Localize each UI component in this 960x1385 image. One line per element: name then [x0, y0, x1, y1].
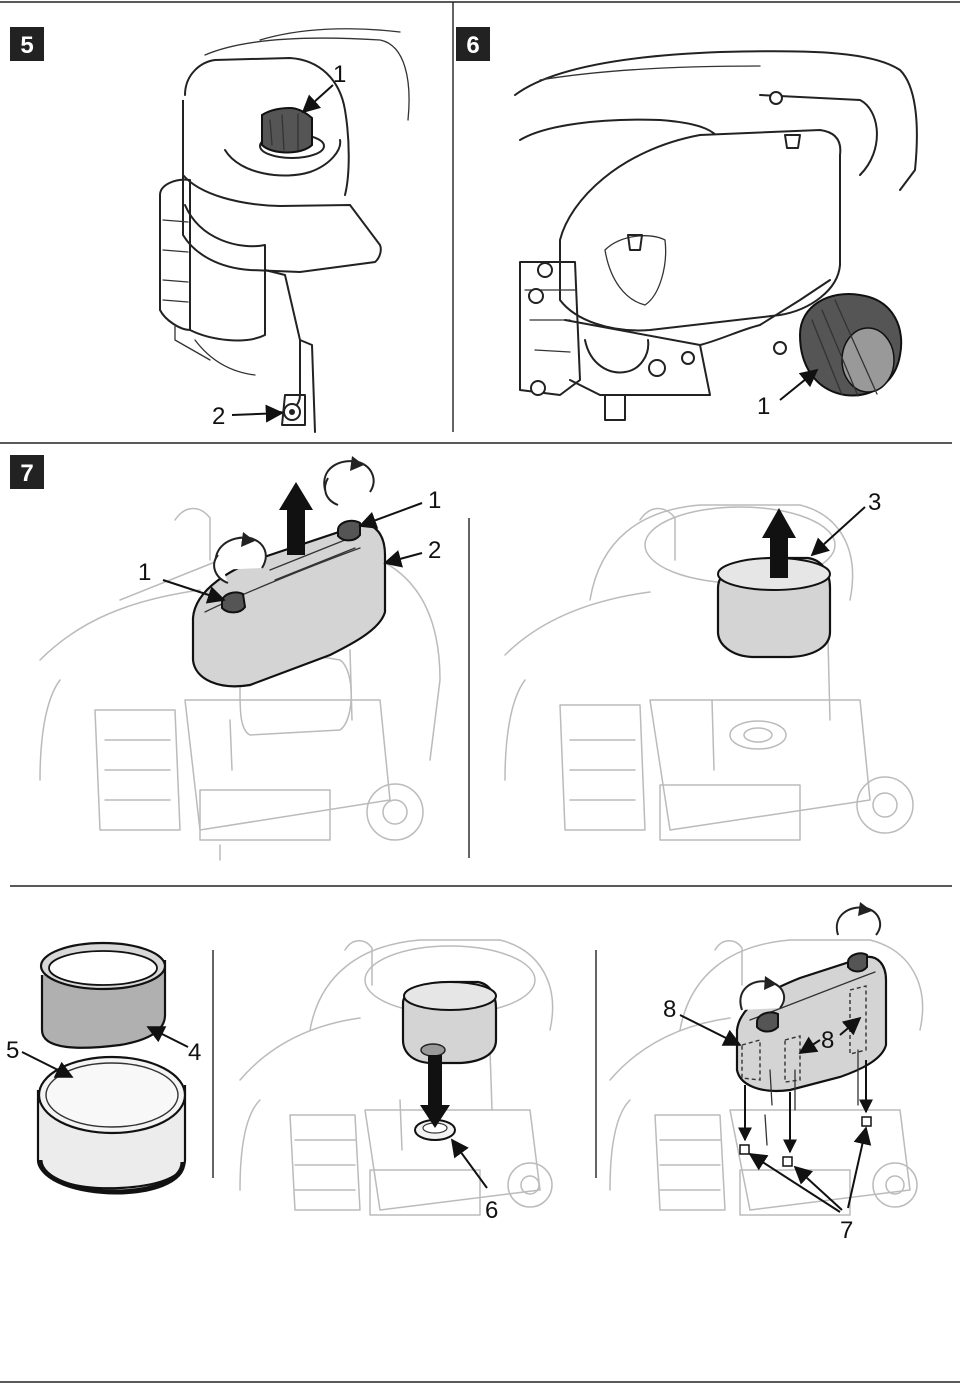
fig7-callout-3: 3	[868, 489, 881, 516]
figure-7-number: 7	[20, 460, 33, 487]
bottom-arrow-7a	[748, 1153, 841, 1213]
bottom-right-reinstall: 8 8 7	[609, 902, 924, 1244]
fig5-callout-2: 2	[212, 403, 225, 430]
bottom-arrow-4	[146, 1026, 189, 1048]
bottom-callout-8a: 8	[663, 996, 676, 1023]
bottom-arrow-8c	[839, 1016, 862, 1036]
bottom-left-filters: 4 5	[6, 941, 201, 1195]
bottom-callout-5: 5	[6, 1037, 19, 1064]
fig7-right-drawing	[504, 504, 914, 841]
fig7-rotate-icon-right	[323, 456, 375, 506]
bottom-right-down-arrows	[738, 1060, 873, 1154]
bottom-middle-filter	[401, 980, 498, 1065]
bottom-middle-down-arrow	[420, 1055, 450, 1128]
fig7-filter-lift-arrow	[762, 508, 796, 578]
figure-5: 5 1 2	[10, 27, 410, 433]
figure-6: 6 1	[456, 27, 918, 421]
fig7-callout-1a: 1	[138, 559, 151, 586]
bottom-arrow-7b	[793, 1165, 843, 1211]
bottom-arrow-7c	[847, 1126, 872, 1209]
fig7-callout-2: 2	[428, 537, 441, 564]
bottom-arrow-6	[450, 1138, 488, 1189]
fig7-air-cleaner-cover	[191, 519, 387, 688]
figure-7: 7	[10, 455, 914, 861]
bottom-arrow-8a	[679, 1014, 742, 1046]
bottom-arrow-8b	[798, 1036, 821, 1054]
fig7-arrow-1a	[162, 579, 226, 604]
bottom-right-pegs	[739, 1116, 872, 1167]
bottom-middle-engine-ghost	[239, 939, 554, 1216]
fig7-lift-arrow	[279, 482, 313, 555]
bottom-right-engine-ghost	[609, 939, 924, 1216]
fig7-arrow-1b	[358, 502, 423, 529]
figure-5-drawing	[159, 28, 410, 433]
fig6-callout-1: 1	[757, 393, 770, 420]
figure-7-badge	[10, 455, 44, 489]
figure-5-badge	[10, 27, 44, 61]
fig7-arrow-2	[383, 550, 423, 568]
bottom-callout-8b: 8	[821, 1027, 834, 1054]
fig7-filter-element	[716, 556, 832, 659]
fig7-callout-1b: 1	[428, 487, 441, 514]
figure-6-number: 6	[466, 32, 479, 59]
bottom-arrow-5	[21, 1051, 74, 1078]
fig5-arrow-2	[231, 404, 284, 423]
fig7-arrow-3	[810, 506, 866, 557]
fig7-rotate-icon-left	[213, 532, 267, 584]
figure-6-badge	[456, 27, 490, 61]
figure-5-number: 5	[20, 32, 33, 59]
fig6-arrow-1	[779, 368, 819, 401]
bottom-right-rotate-right	[835, 902, 882, 936]
bottom-callout-4: 4	[188, 1039, 201, 1066]
fig5-arrow-1	[301, 84, 334, 114]
bottom-middle-install: 6	[239, 939, 554, 1224]
paper-filter	[36, 1055, 187, 1195]
fig5-callout-1: 1	[333, 61, 346, 88]
figure-6-drawing	[514, 50, 918, 421]
bottom-callout-7: 7	[840, 1217, 853, 1244]
bottom-callout-6: 6	[485, 1197, 498, 1224]
foam-pre-cleaner	[39, 941, 167, 1049]
bottom-right-rotate-left	[739, 976, 786, 1011]
